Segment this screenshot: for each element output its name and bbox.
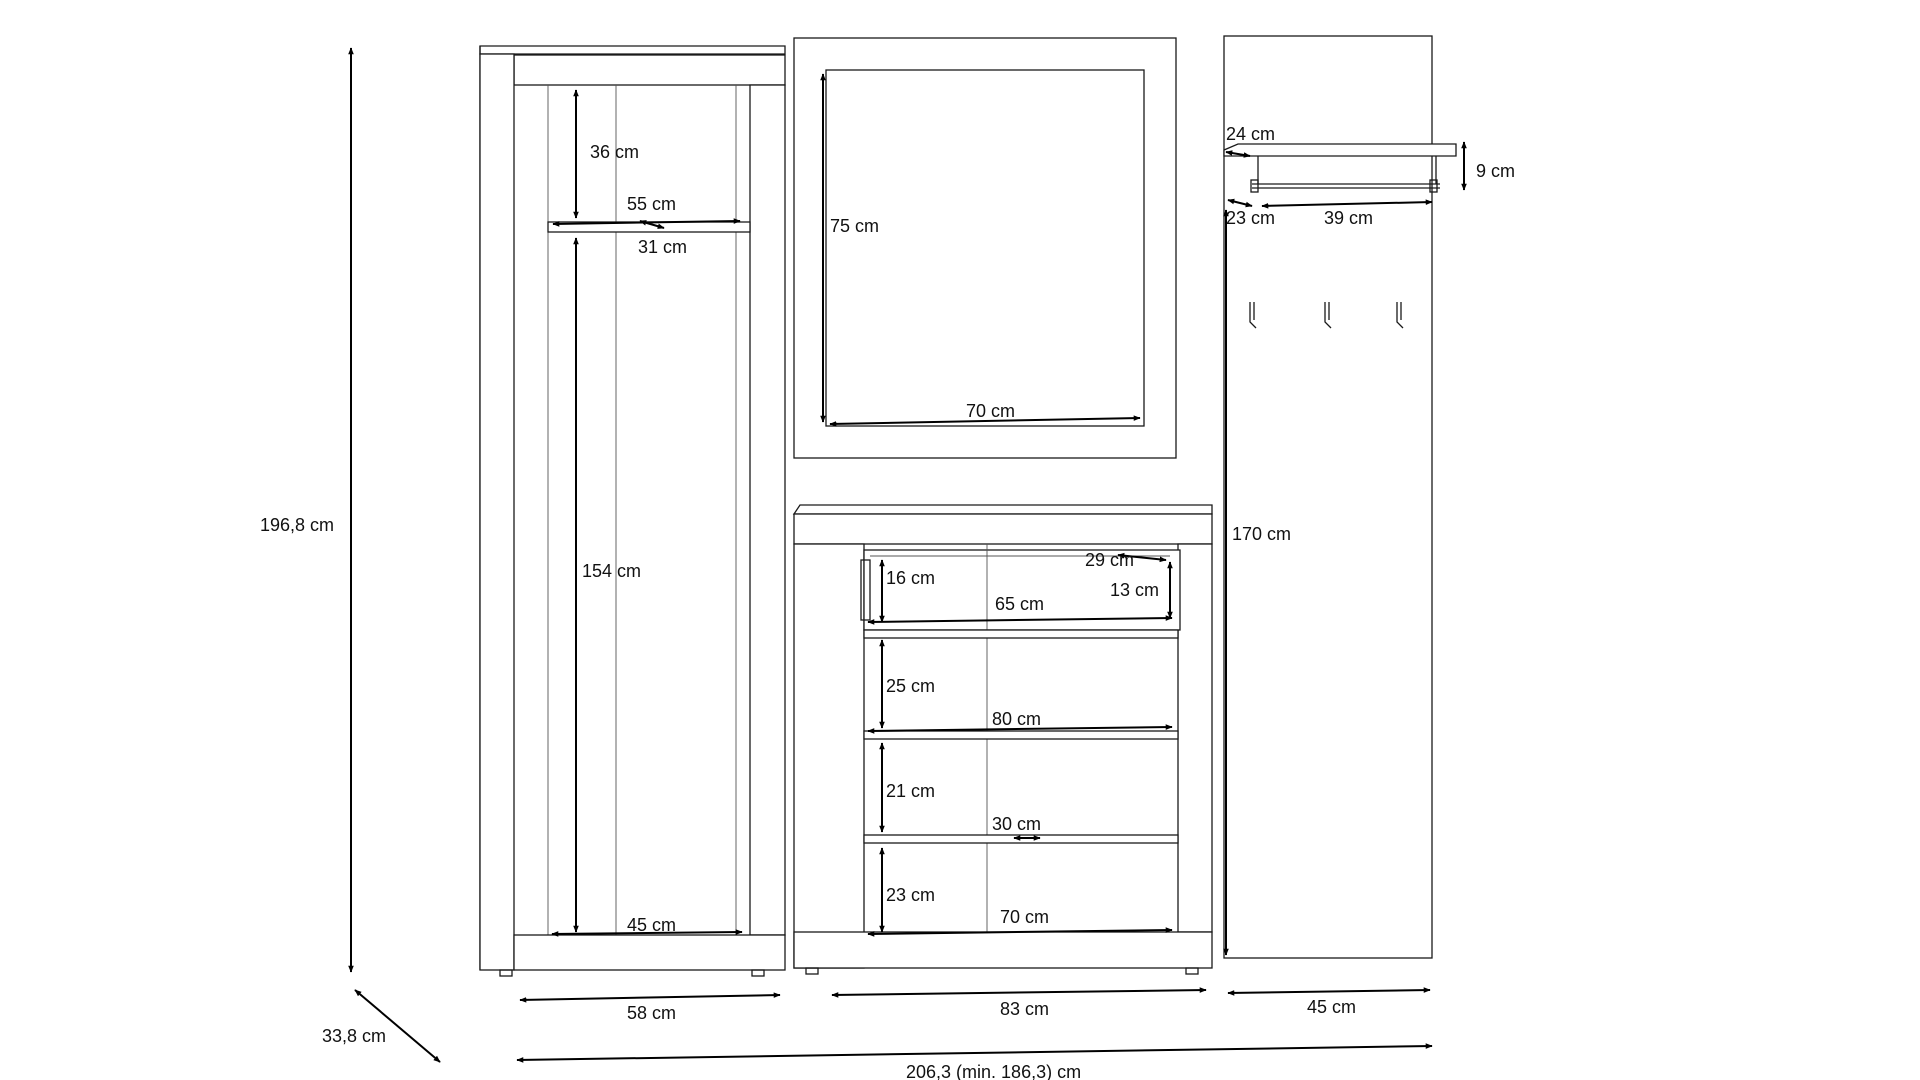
label-wardrobe-top-compartment: 36 cm — [590, 142, 639, 162]
label-coat-rail-depth: 23 cm — [1226, 208, 1275, 228]
label-drawer-inner-height: 13 cm — [1110, 580, 1159, 600]
label-coat-shelf-width: 39 cm — [1324, 208, 1373, 228]
label-wardrobe-shelf-depth: 31 cm — [638, 237, 687, 257]
label-wardrobe-shelf-width: 55 cm — [627, 194, 676, 214]
dimension-lines — [348, 47, 1467, 1063]
cabinet-shelf-1 — [863, 629, 1179, 639]
coat-panel-unit — [1223, 35, 1457, 959]
label-coat-panel-outer-width: 45 cm — [1307, 997, 1356, 1017]
coat-panel-shelf — [1223, 143, 1457, 157]
cabinet-top-board — [792, 504, 1213, 515]
cabinet-side-right — [1177, 543, 1213, 933]
label-coat-shelf-height: 9 cm — [1476, 161, 1515, 181]
label-mirror-width: 70 cm — [966, 401, 1015, 421]
label-wardrobe-outer-width: 58 cm — [627, 1003, 676, 1023]
cabinet-shelf-2 — [863, 730, 1179, 740]
label-compartment-3-height: 23 cm — [886, 885, 935, 905]
wardrobe-top-board — [479, 45, 786, 55]
label-drawer-depth: 29 cm — [1085, 550, 1134, 570]
label-total-width: 206,3 (min. 186,3) cm — [906, 1062, 1081, 1080]
label-compartment-2-height: 21 cm — [886, 781, 935, 801]
cabinet-plinth — [793, 931, 1213, 969]
label-cabinet-shelf-width: 80 cm — [992, 709, 1041, 729]
dimension-labels: 196,8 cm 33,8 cm 206,3 (min. 186,3) cm 3… — [260, 124, 1515, 1080]
label-total-height: 196,8 cm — [260, 515, 334, 535]
label-mirror-height: 75 cm — [830, 216, 879, 236]
mirror-unit — [793, 37, 1177, 459]
label-cabinet-shelf-depth: 30 cm — [992, 814, 1041, 834]
coat-hook-1 — [1249, 302, 1257, 329]
label-wardrobe-base-width: 45 cm — [627, 915, 676, 935]
label-depth: 33,8 cm — [322, 1026, 386, 1046]
wardrobe-crown — [513, 54, 786, 86]
coat-hook-2 — [1324, 302, 1332, 329]
label-coat-shelf-depth: 24 cm — [1226, 124, 1275, 144]
wardrobe-unit — [479, 45, 786, 977]
wardrobe-side-right — [749, 84, 786, 936]
shoe-cabinet-unit — [792, 504, 1213, 975]
cabinet-side-left — [793, 543, 865, 969]
cabinet-crown — [793, 513, 1213, 545]
label-coat-panel-height: 170 cm — [1232, 524, 1291, 544]
mirror-glass — [825, 69, 1145, 427]
coat-hook-3 — [1396, 302, 1404, 329]
label-compartment-1-height: 25 cm — [886, 676, 935, 696]
wardrobe-side-left — [479, 53, 515, 971]
label-wardrobe-lower-compartment: 154 cm — [582, 561, 641, 581]
label-drawer-width: 65 cm — [995, 594, 1044, 614]
wardrobe-plinth — [513, 934, 786, 971]
label-cabinet-outer-width: 83 cm — [1000, 999, 1049, 1019]
coat-panel-board — [1223, 35, 1433, 959]
label-cabinet-base-width: 70 cm — [1000, 907, 1049, 927]
label-drawer-front-height: 16 cm — [886, 568, 935, 588]
